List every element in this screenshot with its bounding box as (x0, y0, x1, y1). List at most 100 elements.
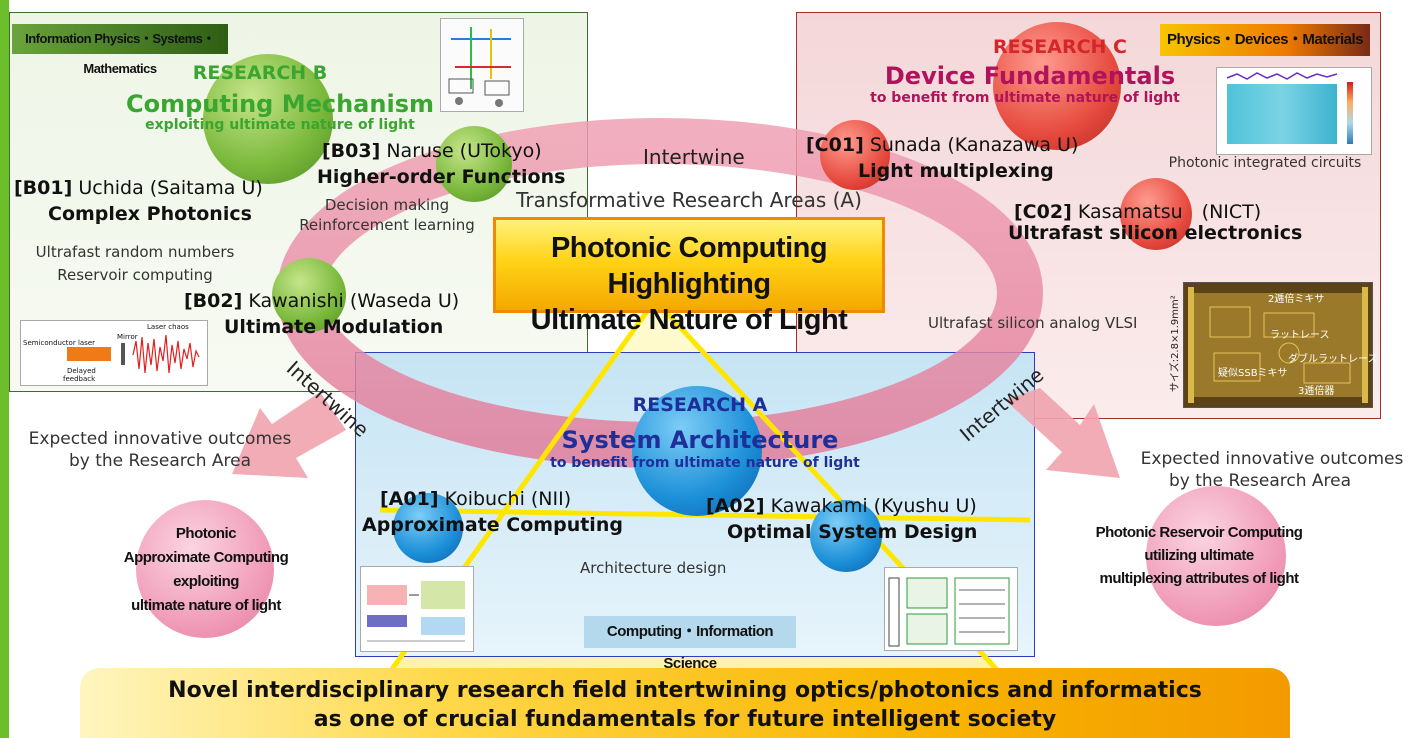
research-c-tag: Physics・Devices・Materials (1160, 24, 1370, 56)
a02-circle (810, 500, 882, 572)
research-c-title: Device Fundamentals (884, 62, 1176, 90)
a01-code: [A01] (380, 488, 439, 510)
left-outcome-line-3: exploiting (173, 573, 239, 590)
b02-code: [B02] (184, 290, 243, 312)
banner-line-1: Novel interdisciplinary research field i… (168, 678, 1202, 703)
c02-header: [C02] Kasamatsu (NICT) (1014, 197, 1261, 224)
a-detail: Architecture design (580, 559, 727, 577)
b01-code: [B01] (14, 177, 73, 199)
b03-detail-2: Reinforcement learning (299, 216, 475, 234)
c02-circle (1120, 178, 1192, 250)
b03-topic: Higher-order Functions (317, 166, 566, 188)
left-outcome-line-2: Approximate Computing (123, 549, 289, 566)
research-a-tag: Computing・Information Science (584, 616, 796, 672)
optical-setup-figure (440, 18, 524, 112)
approximate-computing-figure (360, 566, 474, 652)
left-accent-bar (0, 0, 9, 738)
b03-detail-1: Decision making (324, 196, 450, 214)
right-outcome-arrow (1005, 388, 1120, 478)
a02-code: [A02] (706, 495, 765, 517)
c01-circle (820, 120, 890, 190)
center-title-box: Photonic Computing Highlighting Ultimate… (493, 217, 885, 336)
laser-chaos-figure: Semiconductor laser Mirror Laser chaos D… (20, 320, 208, 386)
right-outcome-head-2: by the Research Area (1168, 471, 1352, 491)
b01-pi: Uchida (Saitama U) (78, 177, 263, 199)
left-outcome-arrow (232, 392, 346, 478)
right-outcome-text: Photonic Reservoir Computing utilizing u… (1054, 521, 1344, 590)
a01-pi: Koibuchi (NII) (444, 488, 572, 510)
a01-circle (393, 493, 463, 563)
chip-label-4: 疑似SSBミキサ (1218, 368, 1288, 379)
left-outcome-head-2: by the Research Area (68, 451, 252, 471)
left-outcome-line-4: ultimate nature of light (131, 597, 281, 614)
chip-label-1: 2逓倍ミキサ (1268, 294, 1325, 305)
b01-topic: Complex Photonics (48, 203, 252, 225)
laser-fig-label-2: Mirror (117, 333, 138, 341)
c02-code: [C02] (1014, 201, 1072, 223)
a02-topic: Optimal System Design (727, 521, 978, 543)
laser-fig-label-4: Delayed (67, 367, 96, 375)
right-outcome-head-1: Expected innovative outcomes (1140, 449, 1404, 469)
b03-circle (436, 126, 512, 202)
c01-header: [C01] Sunada (Kanazawa U) (806, 134, 1078, 156)
c02-pi: Kasamatsu (NICT) (1077, 201, 1262, 223)
b02-topic: Ultimate Modulation (224, 316, 444, 338)
laser-fig-label-1: Semiconductor laser (23, 339, 96, 347)
center-title-line-2: Ultimate Nature of Light (530, 304, 848, 336)
a01-header: [A01] Koibuchi (NII) (380, 488, 571, 510)
research-a-subtitle: to benefit from ultimate nature of light (550, 455, 860, 471)
b03-code: [B03] (322, 140, 381, 162)
center-title-line-1: Photonic Computing Highlighting (550, 232, 828, 300)
c01-code: [C01] (806, 134, 864, 156)
intertwine-top: Intertwine (643, 145, 745, 169)
research-b-circle (203, 54, 333, 184)
bottom-banner (80, 668, 1290, 738)
b03-pi: Naruse (UTokyo) (386, 140, 542, 162)
b02-header: [B02] Kawanishi (Waseda U) (184, 290, 459, 312)
research-b-tag: Information Physics・Systems・Mathematics (12, 24, 228, 76)
b01-header: [B01] Uchida (Saitama U) (14, 177, 263, 199)
chip-size-label: サイズ:2.8×1.9mm² (1170, 295, 1181, 392)
c01-topic: Light multiplexing (858, 160, 1054, 182)
silicon-chip-photo (1183, 282, 1373, 408)
b01-detail-2: Reservoir computing (57, 266, 213, 284)
vlsi-caption: Ultrafast silicon analog VLSI (928, 314, 1138, 332)
right-outcome-line-1: Photonic Reservoir Computing (1095, 524, 1303, 541)
a02-header: [A02] Kawakami (Kyushu U) (706, 495, 977, 517)
left-outcome-text: Photonic Approximate Computing exploitin… (96, 522, 316, 618)
banner-text: Novel interdisciplinary research field i… (80, 676, 1290, 734)
research-b-title: Computing Mechanism (126, 90, 434, 118)
research-b-subtitle: exploiting ultimate nature of light (145, 117, 415, 133)
b02-circle (272, 258, 346, 332)
research-a-title: System Architecture (561, 426, 839, 454)
left-outcome-line-1: Photonic (175, 525, 237, 542)
chip-label-2: ラットレース (1270, 330, 1330, 341)
chip-label-3: ダブルラットレース (1288, 354, 1378, 365)
laser-fig-label-5: feedback (63, 375, 96, 383)
b02-pi: Kawanishi (Waseda U) (248, 290, 460, 312)
system-design-figure (884, 567, 1018, 651)
c02-topic: Ultrafast silicon electronics (1008, 222, 1303, 244)
research-c-circle (993, 22, 1121, 150)
left-outcome-circle (136, 500, 274, 638)
right-outcome-circle (1146, 486, 1286, 626)
a01-topic: Approximate Computing (362, 514, 623, 536)
right-outcome-line-2: utilizing ultimate (1144, 547, 1254, 564)
right-outcome-line-3: multiplexing attributes of light (1099, 570, 1300, 587)
research-a-label: RESEARCH A (632, 394, 768, 416)
pic-heatmap-figure (1216, 67, 1372, 155)
research-c-label: RESEARCH C (992, 36, 1127, 58)
a02-pi: Kawakami (Kyushu U) (770, 495, 977, 517)
pic-caption: Photonic integrated circuits (1168, 155, 1362, 171)
chip-label-5: 3逓倍器 (1298, 386, 1335, 397)
left-outcome-head-1: Expected innovative outcomes (28, 429, 292, 449)
b01-detail-1: Ultrafast random numbers (35, 243, 235, 261)
research-a-circle (632, 386, 762, 516)
laser-fig-label-3: Laser chaos (147, 323, 189, 331)
area-label: Transformative Research Areas (A) (516, 188, 862, 212)
c01-pi: Sunada (Kanazawa U) (869, 134, 1079, 156)
research-b-label: RESEARCH B (192, 62, 328, 84)
b03-header: [B03] Naruse (UTokyo) (322, 140, 542, 162)
banner-line-2: as one of crucial fundamentals for futur… (313, 707, 1057, 732)
